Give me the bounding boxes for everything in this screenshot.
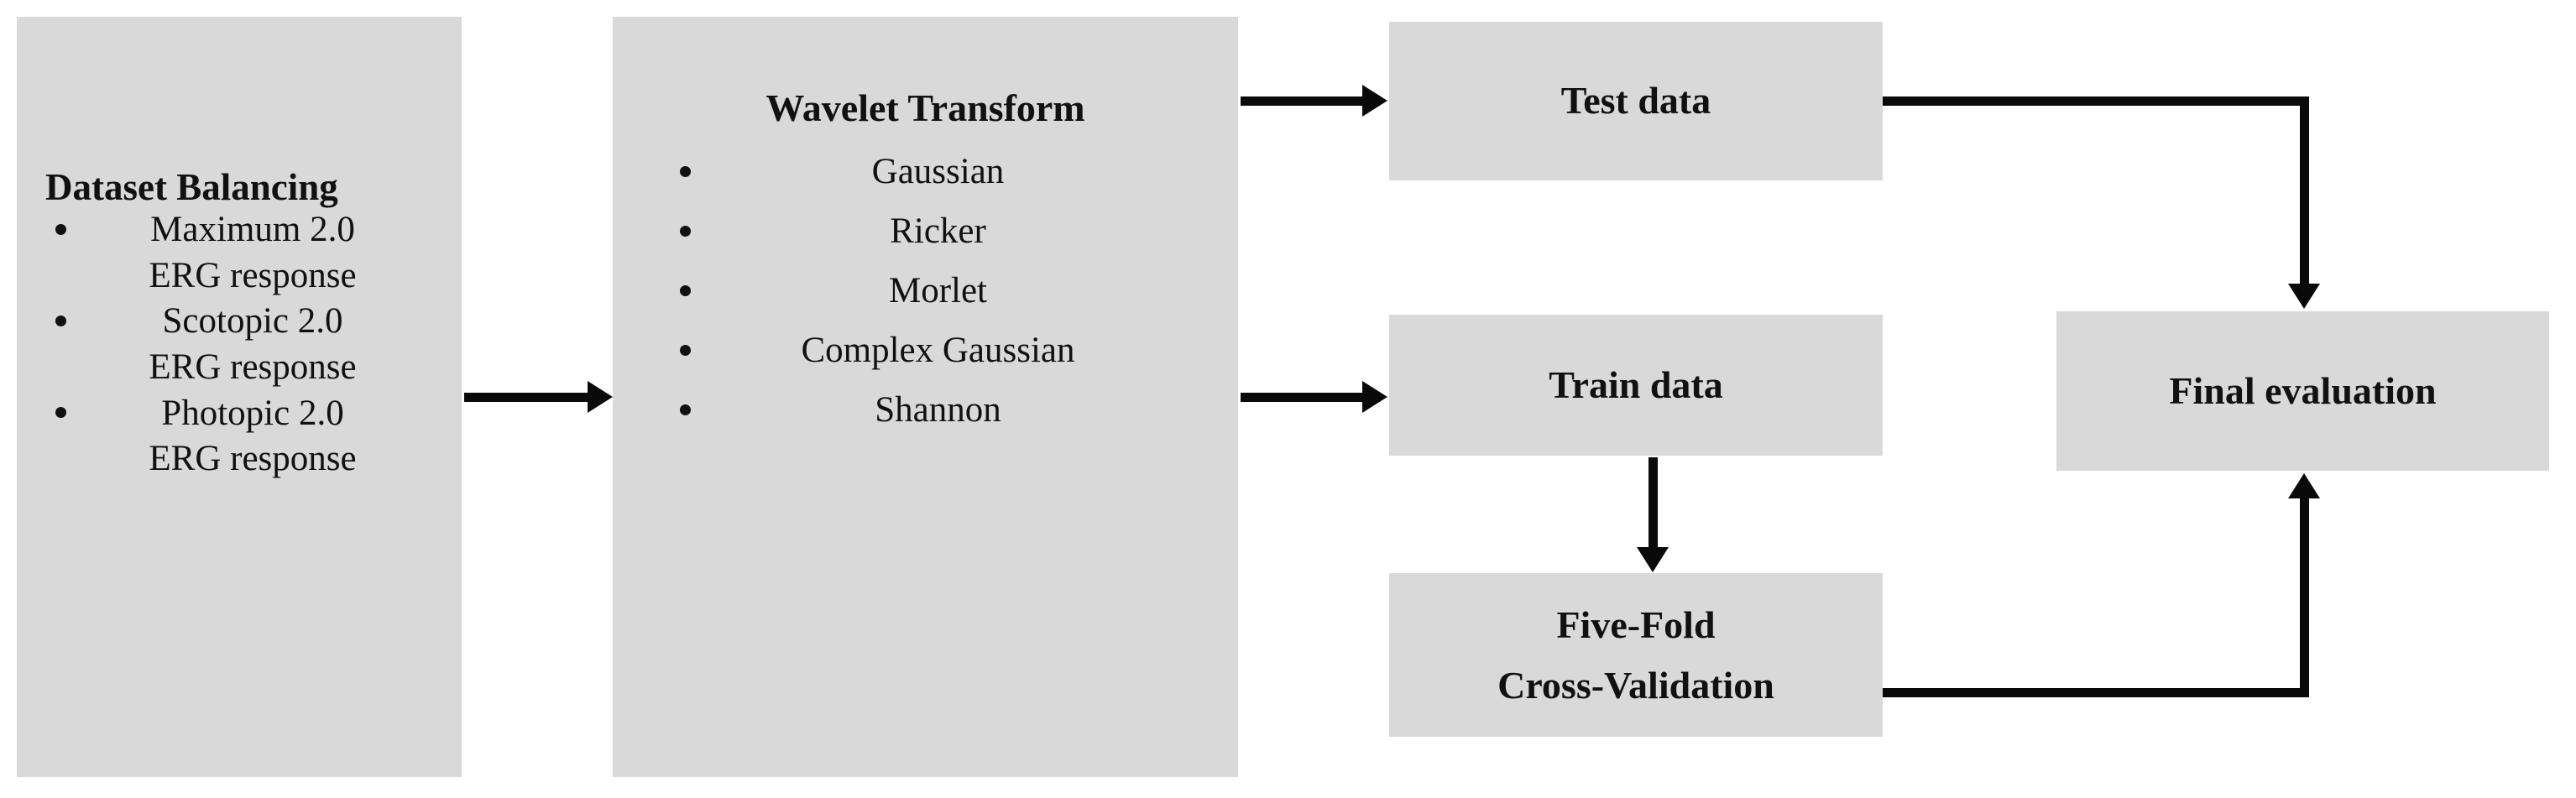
bullet-dot-icon: [680, 344, 691, 356]
connector-dataset-to-wavelet: [464, 393, 590, 402]
dataset-balancing-title: Dataset Balancing: [45, 166, 338, 208]
list-item: Complex Gaussian: [613, 321, 1238, 380]
wavelet-transform-title: Wavelet Transform: [765, 86, 1085, 129]
node-cross-validation: Five-Fold Cross-Validation: [1389, 573, 1883, 737]
connector-cv-to-final-vertical: [2300, 497, 2309, 697]
bullet-dot-icon: [55, 407, 66, 419]
connector-wavelet-to-test: [1241, 96, 1365, 106]
connector-train-to-cv: [1649, 457, 1658, 551]
list-item: Gaussian: [613, 142, 1238, 201]
cross-validation-title-line-1: Five-Fold: [1556, 603, 1716, 647]
bullet-dot-icon: [680, 284, 691, 296]
node-test-data: Test data: [1389, 22, 1883, 180]
bullet-line-1: Photopic 2.0: [161, 393, 344, 433]
bullet-line-1: Scotopic 2.0: [162, 301, 343, 342]
connector-cv-to-final-horizontal: [1883, 688, 2309, 697]
bullet-dot-icon: [680, 165, 691, 177]
bullet-line-2: ERG response: [149, 255, 357, 295]
arrowhead-train-to-cv: [1637, 547, 1669, 572]
dataset-balancing-bullet-list: Maximum 2.0 ERG response Scotopic 2.0 ER…: [17, 207, 462, 482]
list-item: Maximum 2.0 ERG response: [17, 207, 462, 299]
bullet-line-2: ERG response: [149, 439, 357, 479]
arrowhead-wavelet-to-test: [1362, 85, 1387, 117]
bullet-label: Complex Gaussian: [801, 331, 1075, 371]
arrowhead-cv-to-final: [2288, 473, 2320, 498]
bullet-line-1: Maximum 2.0: [150, 210, 355, 250]
node-train-data: Train data: [1389, 315, 1883, 456]
bullet-line-2: ERG response: [149, 347, 357, 388]
bullet-label: Gaussian: [871, 152, 1005, 192]
connector-test-to-final-horizontal: [1883, 96, 2309, 106]
list-item: Scotopic 2.0 ERG response: [17, 299, 462, 390]
connector-test-to-final-vertical: [2300, 96, 2309, 288]
final-evaluation-title: Final evaluation: [2169, 368, 2437, 412]
wavelet-transform-bullet-list: Gaussian Ricker Morlet Complex Gaussian …: [613, 142, 1238, 440]
arrowhead-wavelet-to-train: [1362, 381, 1387, 413]
list-item: Photopic 2.0 ERG response: [17, 391, 462, 482]
bullet-dot-icon: [55, 316, 66, 327]
list-item: Shannon: [613, 380, 1238, 440]
cross-validation-title-line-2: Cross-Validation: [1497, 663, 1774, 707]
bullet-dot-icon: [55, 224, 66, 236]
connector-wavelet-to-train: [1241, 393, 1365, 402]
bullet-dot-icon: [680, 225, 691, 237]
bullet-dot-icon: [680, 404, 691, 415]
node-final-evaluation: Final evaluation: [2056, 311, 2549, 471]
wavelet-transform-content: Wavelet Transform Gaussian Ricker Morlet…: [613, 86, 1238, 440]
dataset-balancing-content: Dataset Balancing Maximum 2.0 ERG respon…: [17, 166, 462, 482]
list-item: Morlet: [613, 261, 1238, 321]
node-wavelet-transform: Wavelet Transform Gaussian Ricker Morlet…: [613, 17, 1238, 777]
bullet-label: Ricker: [890, 211, 986, 252]
node-dataset-balancing: Dataset Balancing Maximum 2.0 ERG respon…: [17, 17, 462, 777]
test-data-title: Test data: [1560, 79, 1711, 123]
arrowhead-test-to-final: [2288, 284, 2320, 309]
list-item: Ricker: [613, 201, 1238, 261]
arrowhead-dataset-to-wavelet: [588, 381, 613, 413]
bullet-label: Shannon: [875, 390, 1001, 430]
bullet-label: Morlet: [888, 271, 988, 311]
train-data-title: Train data: [1549, 362, 1723, 406]
